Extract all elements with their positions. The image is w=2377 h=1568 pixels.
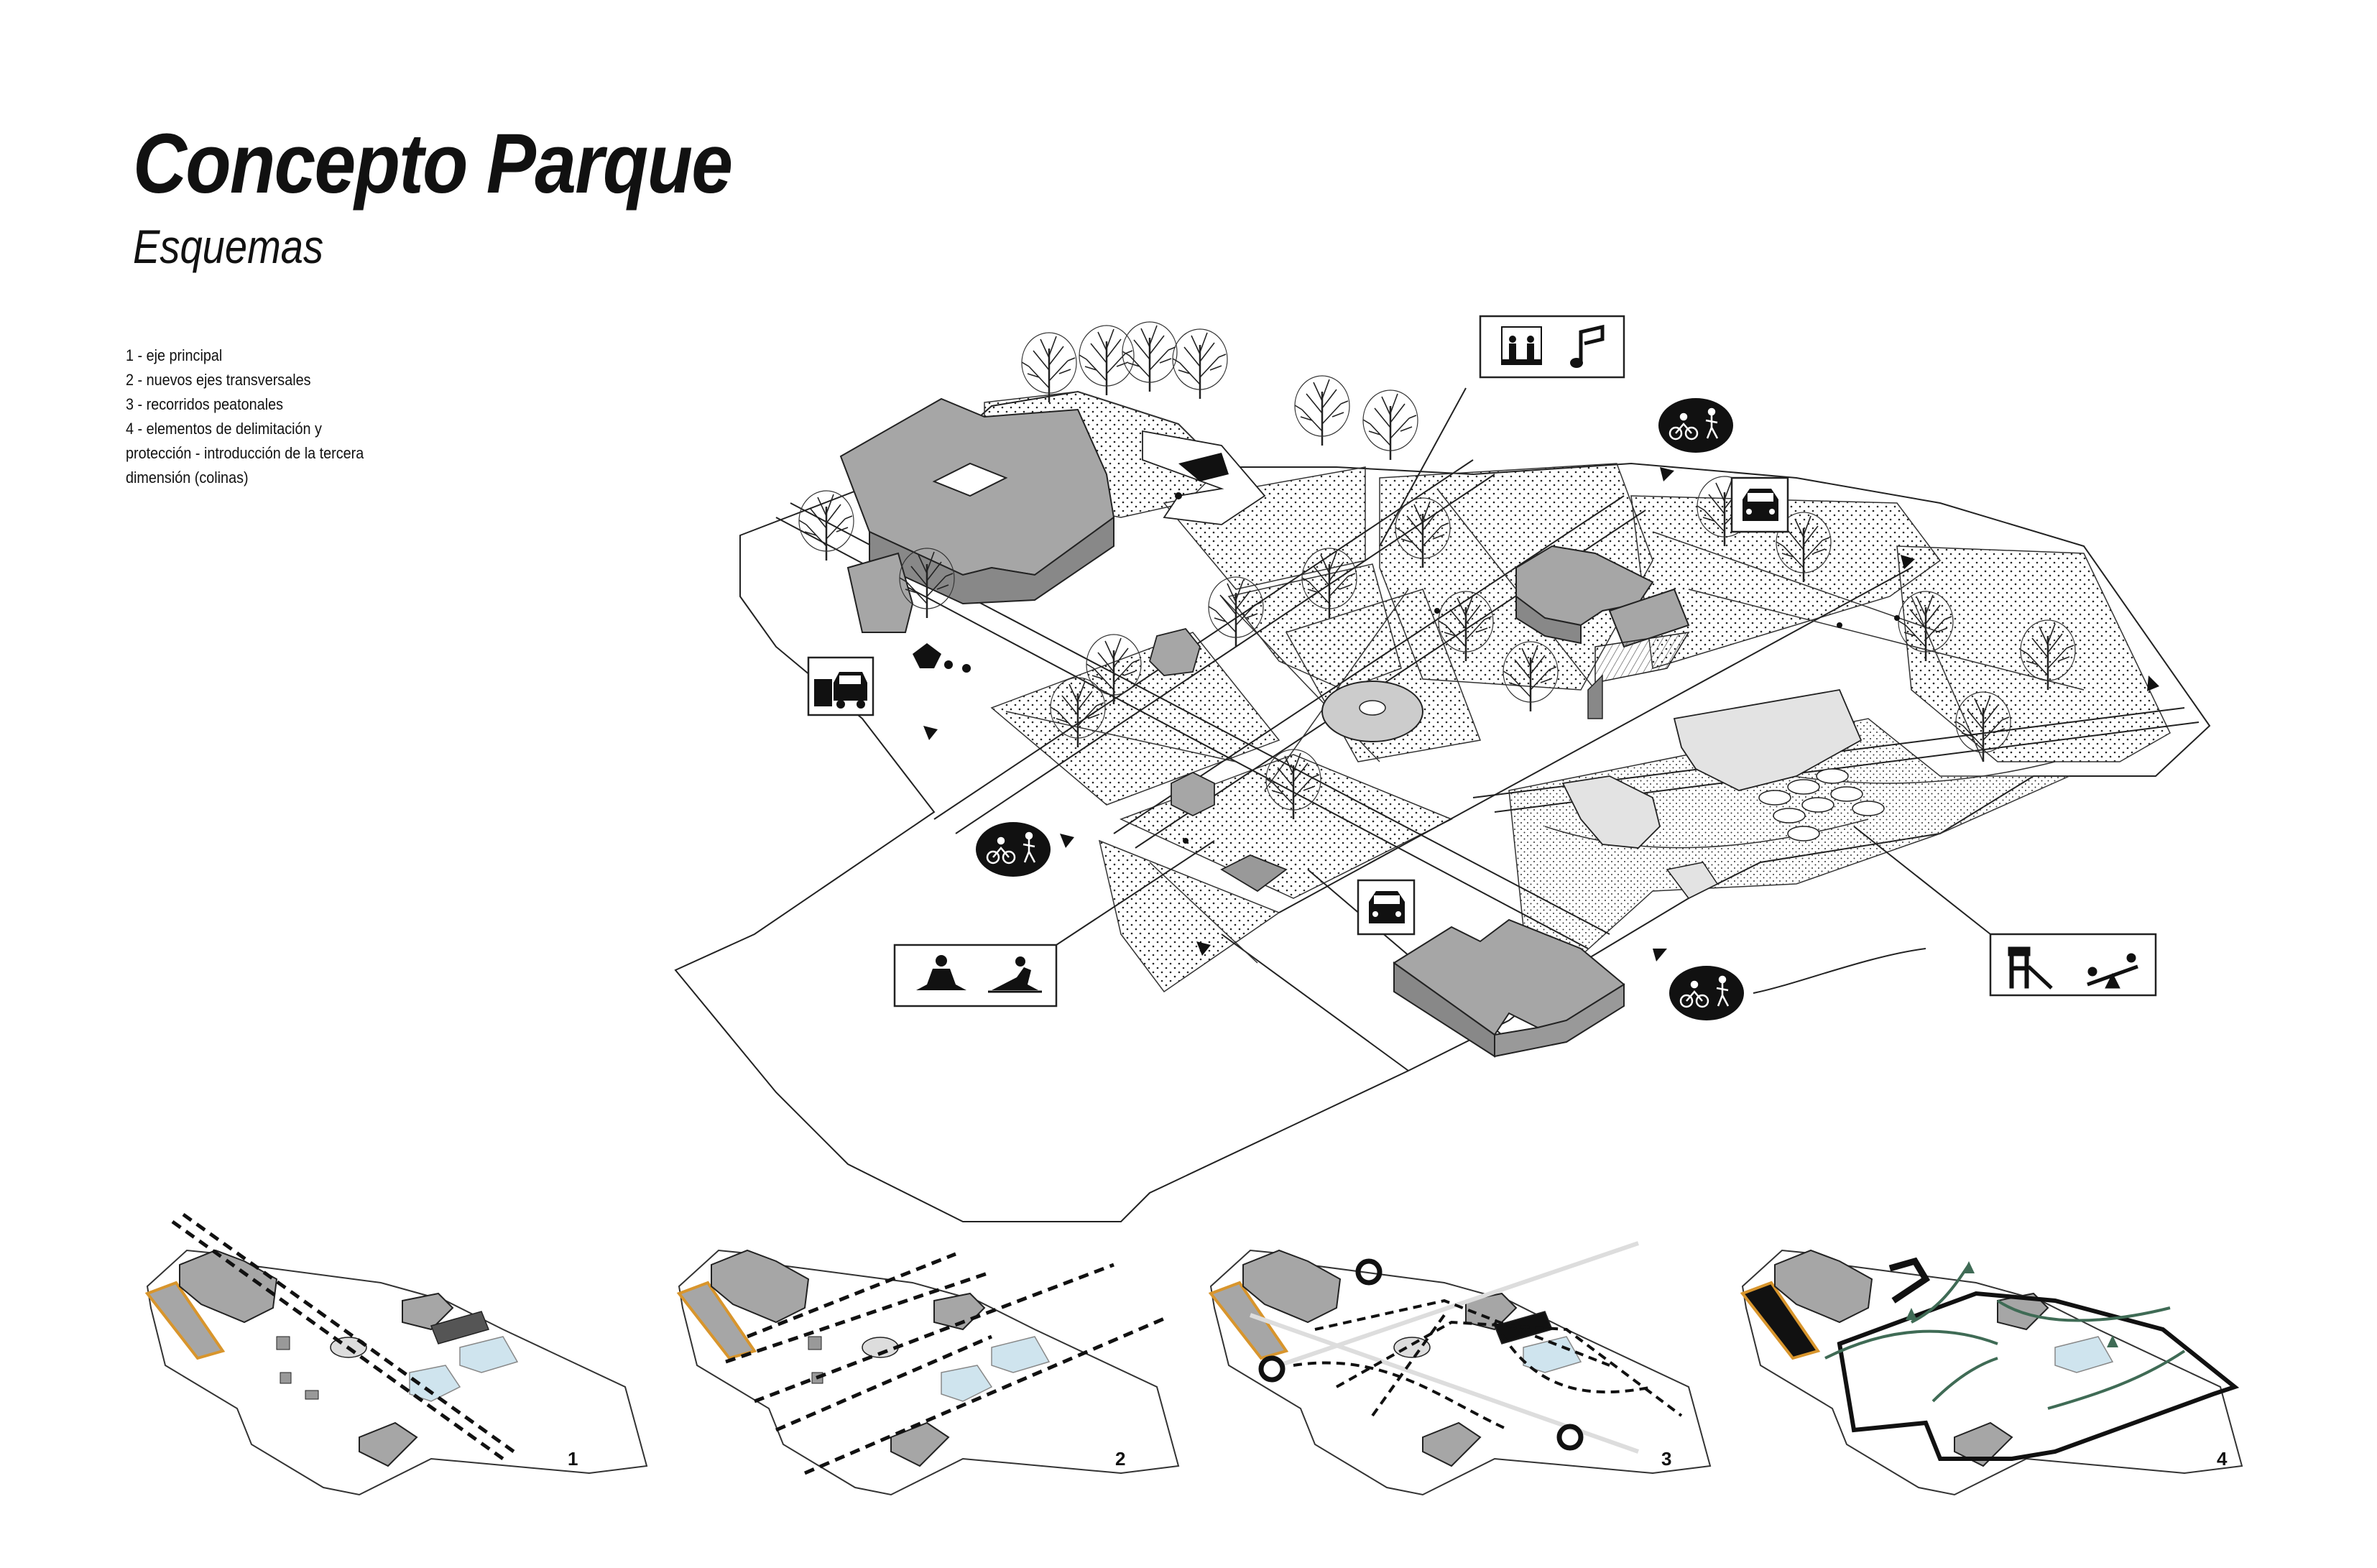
callout-stage-music	[1379, 315, 1625, 547]
legend-item: 3 - recorridos peatonales	[126, 395, 284, 413]
bike-pedestrian-icon	[1679, 975, 1730, 1008]
meditation-icon	[916, 955, 966, 990]
step-number: 1	[568, 1448, 578, 1470]
page-title: Concepto Parque	[133, 116, 733, 211]
callout-meditation-reading	[893, 840, 1215, 1007]
callout-playground	[1853, 826, 2157, 997]
building-north	[839, 397, 1115, 633]
callout-car-south	[1357, 879, 1416, 936]
legend-item: protección - introducción de la tercera	[126, 444, 364, 462]
car-icon	[1743, 489, 1778, 521]
legend: 1 - eje principal 2 - nuevos ejes transv…	[126, 343, 390, 490]
step-number: 3	[1661, 1448, 1672, 1470]
step-diagram-1	[144, 1212, 648, 1496]
legend-item: 1 - eje principal	[126, 346, 223, 364]
page-subtitle: Esquemas	[133, 220, 324, 273]
step-number: 4	[2217, 1448, 2228, 1470]
car-icon	[1369, 891, 1405, 923]
stage-music-icon	[1501, 326, 1542, 365]
callout-truck-west	[807, 656, 874, 716]
playground-icon	[2008, 946, 2053, 990]
music-note-icon	[1570, 324, 1605, 368]
callout-car-ne	[1730, 476, 1789, 533]
legend-item: dimensión (colinas)	[126, 469, 249, 486]
legend-item: 2 - nuevos ejes transversales	[126, 371, 311, 389]
seesaw-icon	[2087, 953, 2138, 989]
reading-icon	[988, 956, 1042, 993]
step-diagram-4	[1740, 1249, 2243, 1496]
step-number: 2	[1115, 1448, 1126, 1470]
building-east	[1515, 545, 1690, 719]
callout-bike-pedestrian-south	[1669, 948, 1926, 1020]
building-south	[1393, 918, 1625, 1058]
bike-pedestrian-icon	[986, 831, 1036, 864]
callout-bike-pedestrian-ne	[1658, 398, 1733, 453]
truck-icon	[814, 672, 867, 709]
bike-pedestrian-icon	[1668, 407, 1719, 441]
main-site-plan	[674, 320, 2211, 1222]
callout-bike-pedestrian-west	[976, 822, 1051, 877]
legend-item: 4 - elementos de delimitación y	[126, 420, 322, 438]
step-diagram-3	[1208, 1241, 1712, 1496]
step-diagram-2	[676, 1249, 1180, 1496]
